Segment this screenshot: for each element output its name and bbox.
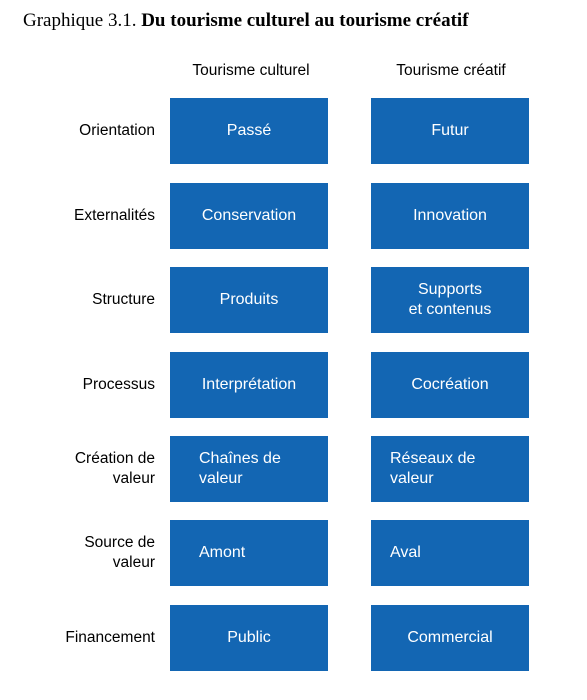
row-label-structure: Structure xyxy=(5,267,155,333)
box-cultural-financement: Public xyxy=(170,605,328,671)
box-text: valeur xyxy=(199,470,243,487)
box-text: Passé xyxy=(226,122,272,139)
box-text: Cocréation xyxy=(411,376,489,393)
title-main: Du tourisme culturel au tourisme créatif xyxy=(141,10,469,31)
box-creative-externalites: Innovation xyxy=(371,183,529,249)
box-text: Réseaux de xyxy=(390,450,476,467)
page-title: Graphique 3.1. Du tourisme culturel au t… xyxy=(23,10,469,32)
row-label-line: Orientation xyxy=(79,122,155,139)
row-label-line: Source de xyxy=(84,534,155,551)
row-label-creation-de-valeur: Création de valeur xyxy=(5,436,155,502)
box-text: et contenus xyxy=(408,301,492,318)
row-label-line: Création de xyxy=(74,450,155,467)
box-cultural-structure: Produits xyxy=(170,267,328,333)
box-cultural-orientation: Passé xyxy=(170,98,328,164)
box-text: Commercial xyxy=(407,629,493,646)
box-text: valeur xyxy=(390,470,434,487)
box-text: Produits xyxy=(219,291,279,308)
box-text: Interprétation xyxy=(201,376,297,393)
box-cultural-processus: Interprétation xyxy=(170,352,328,418)
box-cultural-source-de-valeur: Amont xyxy=(170,520,328,586)
row-label-financement: Financement xyxy=(5,605,155,671)
box-text: Aval xyxy=(390,544,421,561)
box-text: Chaînes de xyxy=(199,450,281,467)
row-label-line: Structure xyxy=(92,291,155,308)
row-label-line: valeur xyxy=(112,554,155,571)
row-label-line: Financement xyxy=(65,629,155,646)
column-header-cultural: Tourisme culturel xyxy=(192,62,310,79)
box-creative-financement: Commercial xyxy=(371,605,529,671)
row-label-orientation: Orientation xyxy=(5,98,155,164)
row-label-line: valeur xyxy=(112,470,155,487)
box-text: Innovation xyxy=(413,207,487,224)
box-text: Public xyxy=(227,629,271,646)
row-label-line: Processus xyxy=(82,376,155,393)
box-creative-source-de-valeur: Aval xyxy=(371,520,529,586)
box-cultural-creation-de-valeur: Chaînes de valeur xyxy=(170,436,328,502)
row-label-line: Externalités xyxy=(74,207,155,224)
box-creative-structure: Supports et contenus xyxy=(371,267,529,333)
box-creative-orientation: Futur xyxy=(371,98,529,164)
box-creative-processus: Cocréation xyxy=(371,352,529,418)
row-label-processus: Processus xyxy=(5,352,155,418)
column-header-creative: Tourisme créatif xyxy=(396,62,506,79)
box-cultural-externalites: Conservation xyxy=(170,183,328,249)
box-creative-creation-de-valeur: Réseaux de valeur xyxy=(371,436,529,502)
box-text: Supports xyxy=(417,281,483,298)
box-text: Futur xyxy=(431,122,469,139)
title-prefix: Graphique 3.1. xyxy=(23,10,142,31)
box-text: Conservation xyxy=(201,207,297,224)
row-label-source-de-valeur: Source de valeur xyxy=(5,520,155,586)
box-text: Amont xyxy=(199,544,246,561)
row-label-externalites: Externalités xyxy=(5,183,155,249)
